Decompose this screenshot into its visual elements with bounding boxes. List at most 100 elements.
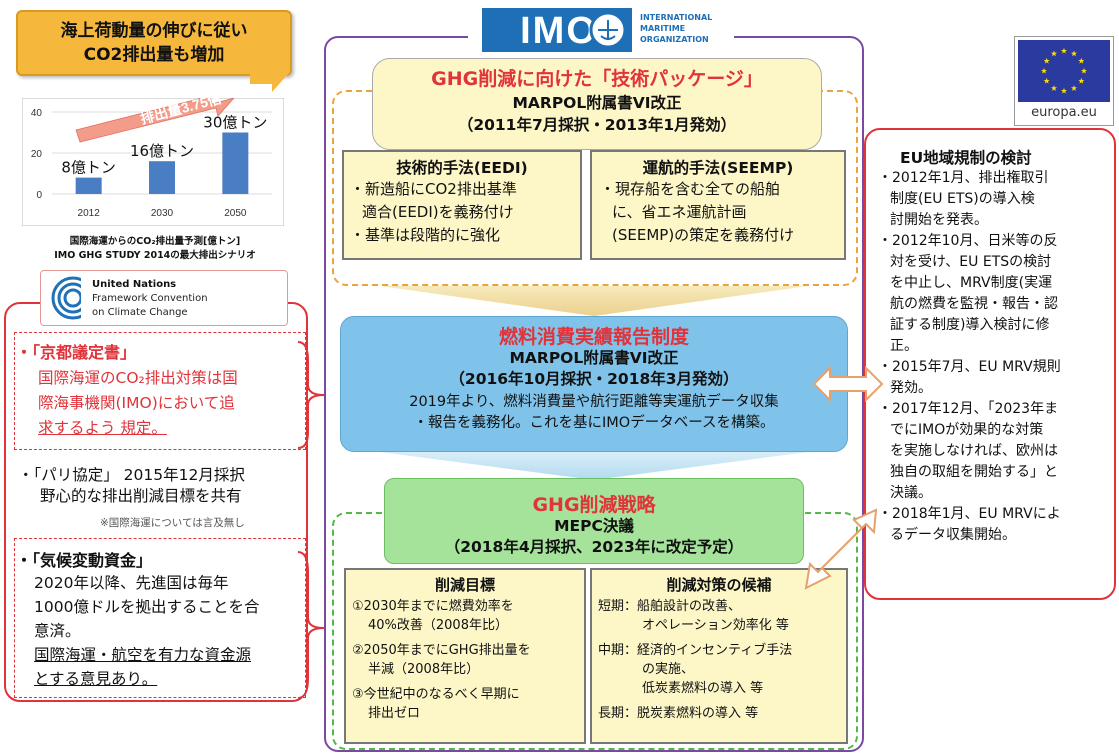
- chart-bar: [149, 161, 175, 194]
- seemp-line-3: (SEEMP)の策定を義務付け: [612, 226, 795, 244]
- unfccc-logo-box: [40, 270, 288, 326]
- kyoto-line-3: 求するよう 規定。: [38, 419, 167, 437]
- eu-list-line: 発効。: [890, 380, 932, 396]
- measure-line-3: 中期：経済的インセンティブ手法: [598, 643, 793, 658]
- imo-logo-line-2: MARITIME: [640, 24, 686, 33]
- kyoto-protocol-box: [14, 332, 306, 450]
- chart-bar-label: 16億トン: [130, 142, 194, 160]
- tech-package-title: GHG削減に向けた「技術パッケージ」: [431, 68, 763, 90]
- eu-star-icon: [1050, 85, 1058, 91]
- seemp-box: 運航的手法(SEEMP) ・現存船を含む全ての船舶 に、省エネ運航計画 (SEE…: [590, 150, 846, 260]
- chart-bar-labels: 8億トン 16億トン 30億トン: [61, 114, 267, 177]
- measure-line-1: 短期：船舶設計の改善、: [598, 599, 742, 614]
- eu-star-icon: [1078, 77, 1085, 84]
- unfccc-line-3: on Climate Change: [92, 307, 188, 318]
- fuel-reporting-body: 2019年より、燃料消費量や航行距離等実運航データ収集 ・報告を義務化。これを基…: [340, 392, 848, 434]
- eu-list-line: 独自の取組を開始する」と: [890, 464, 1058, 480]
- eu-list-line: でにIMOが効果的な対策: [890, 422, 1044, 438]
- eu-star-icon: [1078, 57, 1085, 64]
- chart-x-tick: 2012: [78, 208, 101, 219]
- fuel-sub-1: MARPOL附属書VI改正: [509, 349, 679, 367]
- eedi-line-3: ・基準は段階的に強化: [350, 226, 501, 244]
- chart-caption-line-2: IMO GHG STUDY 2014の最大排出シナリオ: [54, 250, 256, 261]
- eedi-line-2: 適合(EEDI)を義務付け: [362, 203, 514, 221]
- eu-list-line: を中止し、MRV制度(実運: [890, 275, 1053, 291]
- eu-star-icon: [1070, 50, 1078, 57]
- eedi-body: ・新造船にCO2排出基準 適合(EEDI)を義務付け ・基準は段階的に強化: [344, 178, 580, 247]
- kyoto-line-1: 国際海運のCO₂排出対策は国: [38, 369, 238, 387]
- reduction-goals-title: 削減目標: [434, 576, 495, 594]
- eu-list-line: を実施しなければ、欧州は: [890, 443, 1058, 459]
- fuel-reporting-box: [340, 316, 848, 452]
- chart-bar-label: 30億トン: [203, 114, 267, 132]
- eu-flag-icon: [1018, 40, 1110, 102]
- fuel-eu-double-arrow-icon: [812, 365, 884, 403]
- measure-line-6: 長期：脱炭素燃料の導入 等: [598, 706, 759, 721]
- candidate-measures-box: 削減対策の候補 短期：船舶設計の改善、 オペレーション効率化 等 中期：経済的イ…: [590, 568, 848, 744]
- imo-logo-line-3: ORGANIZATION: [640, 35, 709, 44]
- chart-bar-label: 8億トン: [61, 159, 116, 177]
- imo-logo: IMO INTERNATIONAL MARITIME ORGANIZATION: [468, 4, 734, 54]
- measure-line-4: の実施、: [642, 662, 695, 677]
- chart-x-tick: 2050: [224, 208, 247, 219]
- chart-caption: 国際海運からのCO₂排出量予測[億トン] IMO GHG STUDY 2014の…: [10, 235, 300, 263]
- eu-star-icon: [1043, 77, 1050, 84]
- headline-box: 海上荷動量の伸びに従い CO2排出量も増加: [16, 10, 292, 76]
- unfccc-line-2: Framework Convention: [92, 293, 208, 304]
- eedi-box: 技術的手法(EEDI) ・新造船にCO2排出基準 適合(EEDI)を義務付け ・…: [342, 150, 582, 260]
- chart-y-tick: 20: [31, 149, 43, 160]
- tech-package-sub-2: （2011年7月採択・2013年1月発効）: [457, 116, 737, 134]
- seemp-body: ・現存船を含む全ての船舶 に、省エネ運航計画 (SEEMP)の策定を義務付け: [592, 178, 844, 247]
- reduction-goals-list: ①2030年までに燃費効率を 40%改善（2008年比） ②2050年までにGH…: [346, 597, 584, 723]
- reduction-goals-box: 削減目標 ①2030年までに燃費効率を 40%改善（2008年比） ②2050年…: [344, 568, 586, 744]
- seemp-title: 運航的手法(SEEMP): [642, 159, 794, 177]
- eu-star-icon: [1043, 57, 1050, 64]
- goal-line-1: ①2030年までに燃費効率を: [352, 599, 514, 614]
- eu-list-line: 討開始を発表。: [890, 212, 988, 228]
- flow-arrow-2-icon: [380, 452, 808, 480]
- kyoto-title: ・「京都議定書」: [16, 343, 137, 362]
- seemp-line-1: ・現存船を含む全ての船舶: [600, 180, 781, 198]
- eedi-title: 技術的手法(EEDI): [396, 159, 528, 177]
- climate-finance-body: 2020年以降、先進国は毎年 1000億ドルを拠出することを合 意済。 国際海運…: [34, 571, 259, 691]
- fuel-reporting-subtitle: MARPOL附属書VI改正 （2016年10月採択・2018年3月発効）: [340, 348, 848, 390]
- eu-star-icon: [1080, 67, 1088, 74]
- climate-finance-box: [14, 538, 306, 698]
- chart-bar: [75, 177, 102, 194]
- eu-list-line: ・2015年7月、EU MRV規則: [878, 359, 1061, 375]
- unfccc-emblem-icon: [51, 276, 95, 320]
- climate-line-5: とする意見あり。: [34, 670, 158, 688]
- unfccc-line-1: United Nations: [92, 279, 177, 290]
- eu-star-icon: [1070, 85, 1078, 91]
- fuel-body-1: 2019年より、燃料消費量や航行距離等実運航データ収集: [409, 394, 779, 410]
- chart-y-tick: 0: [36, 190, 42, 201]
- eu-list-line: ・2012年10月、日米等の反: [878, 233, 1058, 249]
- tech-package-header: [372, 58, 822, 150]
- climate-finance-title: ・「気候変動資金」: [16, 551, 153, 570]
- unfccc-name: United Nations Framework Convention on C…: [92, 278, 208, 320]
- paris-note: ※国際海運については言及無し: [100, 517, 245, 529]
- eu-list-line: るデータ収集開始。: [890, 527, 1016, 543]
- eu-list-line: 対を受け、EU ETSの検討: [890, 254, 1052, 270]
- climate-line-1: 2020年以降、先進国は毎年: [34, 574, 229, 592]
- climate-line-4: 国際海運・航空を有力な資金源: [34, 646, 252, 664]
- imo-logo-abbr: IMO: [520, 10, 598, 52]
- eu-star-icon: [1060, 87, 1068, 94]
- eu-list-line: 決議。: [890, 485, 932, 501]
- eu-list-line: 正。: [890, 338, 918, 354]
- paris-line-2: 野心的な排出削減目標を共有: [40, 487, 242, 505]
- paris-agreement: ・「パリ協定」 2015年12月採択 野心的な排出削減目標を共有: [18, 465, 245, 507]
- eu-star-icon: [1050, 50, 1058, 57]
- headline-line-2: CO2排出量も増加: [83, 45, 225, 65]
- eedi-line-1: ・新造船にCO2排出基準: [350, 180, 517, 198]
- imo-logo-text: INTERNATIONAL MARITIME ORGANIZATION: [640, 12, 712, 45]
- measure-line-5: 低炭素燃料の導入 等: [642, 681, 764, 696]
- climate-line-3: 意済。: [34, 622, 81, 640]
- growth-arrow-icon: [75, 98, 235, 143]
- chart-x-tick: 2030: [151, 208, 174, 219]
- kyoto-body: 国際海運のCO₂排出対策は国 際海事機関(IMO)において追 求するよう 規定。: [38, 366, 238, 441]
- imo-logo-line-1: INTERNATIONAL: [640, 13, 713, 22]
- candidate-measures-list: 短期：船舶設計の改善、 オペレーション効率化 等 中期：経済的インセンティブ手法…: [592, 597, 846, 723]
